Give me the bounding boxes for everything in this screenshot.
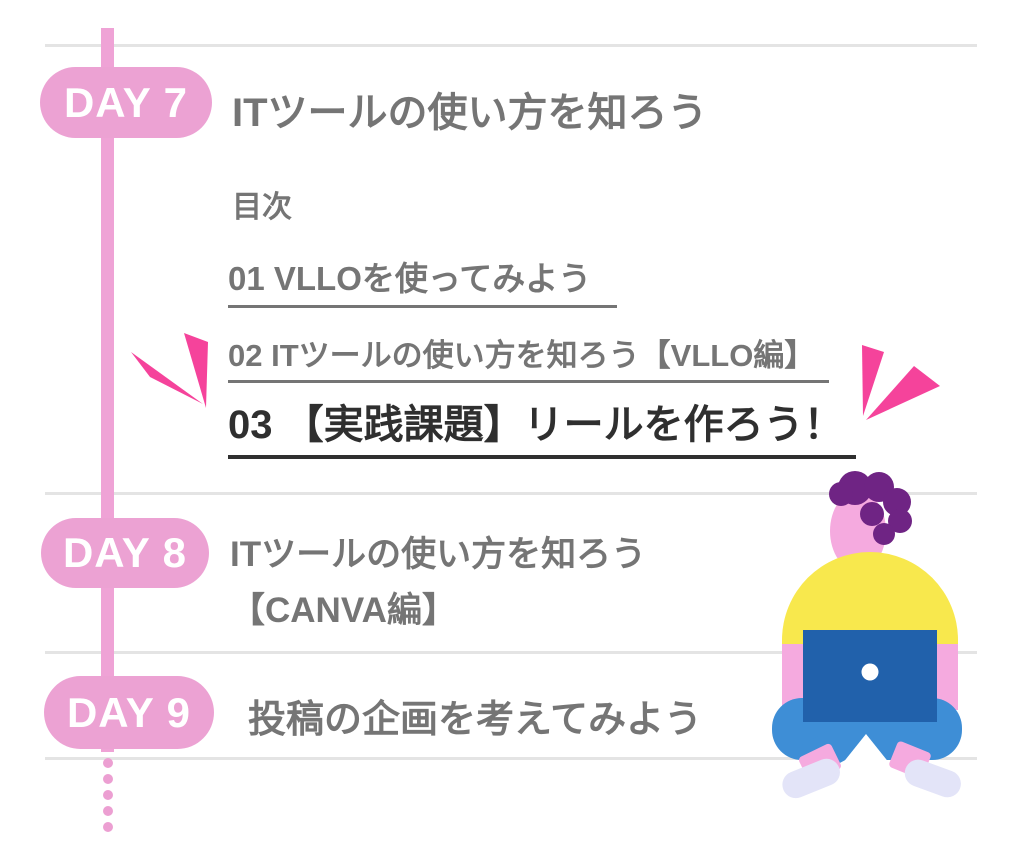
divider-day8-day9 [45, 651, 977, 654]
person-shoes [782, 758, 961, 799]
divider-bottom [45, 757, 977, 760]
day-9-title: 投稿の企画を考えてみよう [248, 699, 703, 741]
spark-emphasis-left [131, 333, 208, 408]
person-hair [829, 471, 912, 545]
laptop [803, 630, 937, 722]
day-8-badge: DAY 8 [41, 518, 209, 588]
day-7-badge: DAY 7 [40, 67, 212, 138]
toc-link-02-it-tools-vllo[interactable]: 02 ITツールの使い方を知ろう【VLLO編】 [228, 330, 830, 383]
day-7-title: ITツールの使い方を知ろう [232, 91, 708, 135]
day-8-title-line2: 【CANVA編】 [230, 591, 457, 630]
divider-day7-day8 [45, 492, 977, 495]
person-face [830, 491, 886, 576]
person-legs [772, 698, 962, 776]
timeline-dot [103, 758, 113, 768]
timeline-dot [103, 790, 113, 800]
person-with-laptop-illustration [772, 471, 962, 799]
toc-link-01-vllo[interactable]: 01 VLLOを使ってみよう [228, 252, 618, 308]
person-sweater [782, 552, 958, 652]
timeline-dot [103, 822, 113, 832]
person-ankles [799, 741, 931, 783]
day-8-title-line1: ITツールの使い方を知ろう [230, 535, 647, 574]
timeline-dot [103, 806, 113, 816]
toc-link-03-practice-reel[interactable]: 03 【実践課題】リールを作ろう！ [228, 392, 856, 459]
timeline-dot [103, 774, 113, 784]
spark-emphasis-right [862, 345, 940, 420]
day-9-badge: DAY 9 [44, 676, 214, 749]
day-8-title: ITツールの使い方を知ろう 【CANVA編】 [230, 527, 646, 639]
divider-top [45, 44, 977, 47]
laptop-logo-dot [861, 663, 879, 681]
toc-heading: 目次 [232, 191, 292, 224]
